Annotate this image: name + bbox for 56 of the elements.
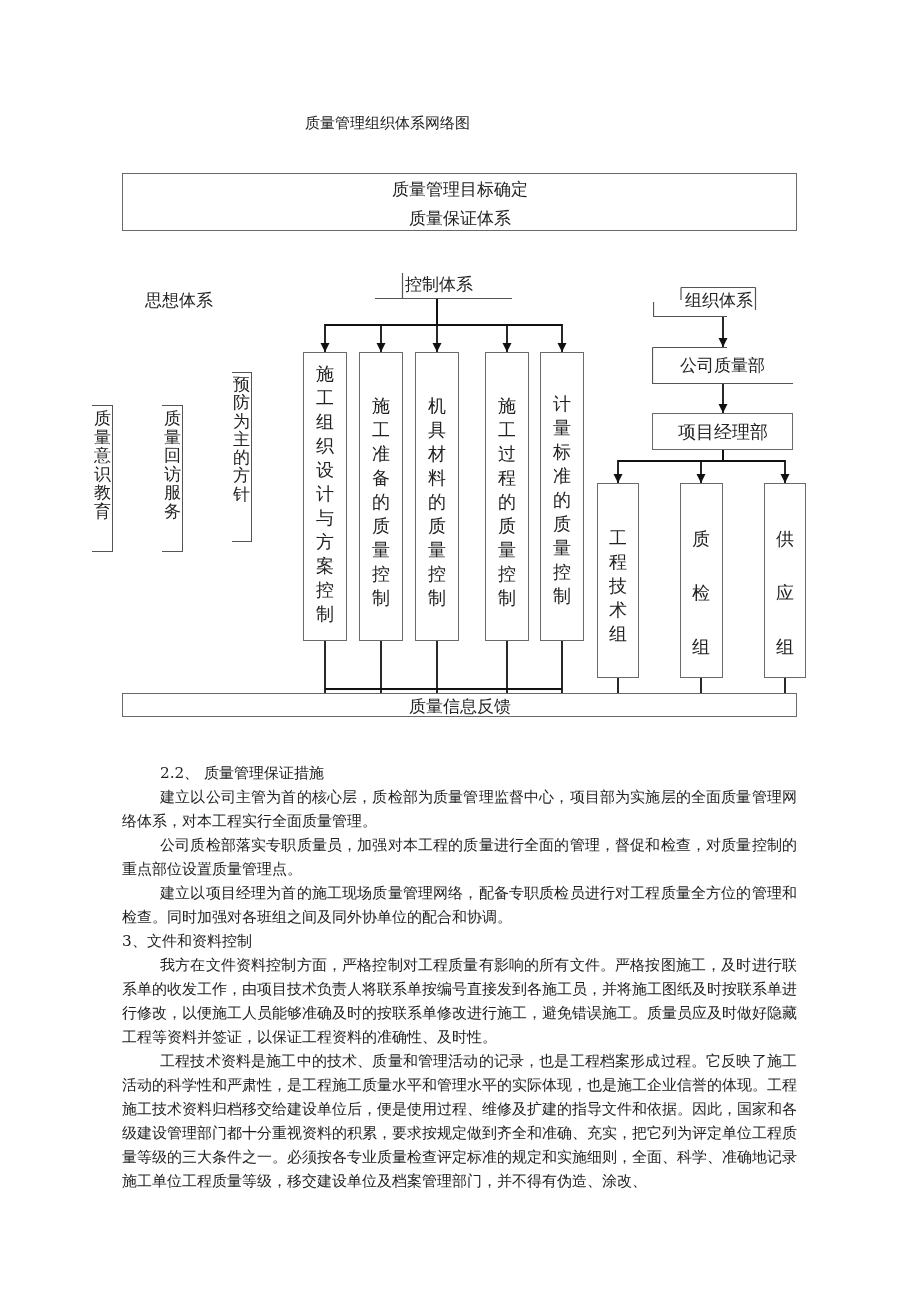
paragraph: 建立以公司主管为首的核心层，质检部为质量管理监督中心，项目部为实施层的全面质量管理网络体系，对本工程实行全面质量管理。 [122, 787, 797, 832]
connector-line [380, 640, 382, 694]
node-label: 公司质量部 [680, 355, 765, 375]
bracket-frame [162, 405, 183, 552]
group-heading: 思想体系 [145, 290, 213, 310]
node-label: 计量标准的质量控制 [552, 392, 572, 608]
node-label: 质检组 [691, 527, 712, 659]
column-box [680, 483, 723, 678]
node-label: 工程技术组 [608, 526, 628, 646]
node-label: 项目经理部 [677, 422, 768, 442]
connector-line [700, 677, 702, 694]
node-label: 质量回访服务 [162, 409, 182, 521]
column-box [359, 352, 403, 641]
node-label: 机具材料的质量控制 [427, 394, 447, 610]
column-box [597, 483, 639, 678]
connector-line [436, 640, 438, 694]
column-box [540, 352, 584, 641]
bracket-frame [653, 286, 757, 317]
node-label: 组织体系 [685, 290, 753, 310]
node-label: 质量信息反馈 [408, 696, 511, 716]
connector-line [506, 640, 508, 694]
node-label: 控制体系 [405, 274, 473, 294]
node-label: 施工组织设计与方案控制 [315, 362, 335, 626]
bracket-frame [232, 372, 252, 542]
process-box [652, 413, 793, 450]
arrow [436, 298, 567, 353]
node-label: 施工过程的质量控制 [497, 394, 517, 610]
section-heading: 2.2、 质量管理保证措施 [160, 763, 325, 784]
arrow [718, 383, 728, 414]
node-label: 施工准备的质量控制 [371, 394, 391, 610]
section-heading: 3、文件和资料控制 [122, 931, 252, 952]
process-box [652, 347, 793, 384]
node-label: 质量保证体系 [408, 208, 511, 228]
column-box [485, 352, 529, 641]
node-label: 预防为主的方针 [232, 375, 251, 504]
banner-box [122, 173, 797, 231]
paragraph: 公司质检部落实专职质量员，加强对本工程的质量进行全面的管理，督促和检查，对质量控制的重点部位设置质量管理点。 [122, 835, 797, 880]
column-box [764, 483, 806, 678]
connector-line [324, 688, 563, 690]
paragraph: 建立以项目经理为首的施工现场质量管理网络，配备专职质检员进行对工程质量全方位的管理和检查。同时加强对各班组之间及同外协单位的配合和协调。 [122, 883, 797, 928]
bracket-frame [92, 405, 113, 552]
node-label: 供应组 [775, 527, 795, 659]
node-label: 质量意识教育 [92, 409, 112, 521]
banner-box [122, 693, 797, 717]
connector-line [561, 640, 563, 694]
paragraph: 我方在文件资料控制方面，严格控制对工程质量有影响的所有文件。严格按图施工，及时进行联系单的收发工作，由项目技术负责人将联系单按编号直接发到各施工员，并将施工图纸及时按联系单进行修改，以便施工人员能够准确及时的按联系单修改进行施工，避免错误施工。质量员应及时做好隐藏工程等资料并签证，以保证工程资料的准确性、及时性。 [122, 955, 797, 1048]
column-box [303, 352, 347, 641]
connector-line [784, 677, 786, 694]
diagram-title: 质量管理组织体系网络图 [305, 113, 470, 133]
paragraph: 工程技术资料是施工中的技术、质量和管理活动的记录，也是工程档案形成过程。它反映了施工活动的科学性和严肃性，是工程施工质量水平和管理水平的实际体现，也是施工企业信誉的体现。工程施工技术资料归档移交给建设单位后，便是使用过程、维修及扩建的指导文件和依据。因此，国家和各级建设管理部门都十分重视资料的积累，要求按规定做到齐全和准确、充实，把它列为评定单位工程质量等级的三大条件之一。必须按各专业质量检查评定标准的规定和实施细则，全面、科学、准确地记录施工单位工程质量等级，移交建设单位及档案管理部门，并不得有伪造、涂改、 [122, 1051, 797, 1192]
connector-line [324, 640, 326, 694]
connector-line [617, 677, 619, 694]
node-label: 质量管理目标确定 [391, 179, 528, 199]
bracket-frame [375, 272, 512, 299]
column-box [415, 352, 459, 641]
arrow [718, 316, 728, 348]
